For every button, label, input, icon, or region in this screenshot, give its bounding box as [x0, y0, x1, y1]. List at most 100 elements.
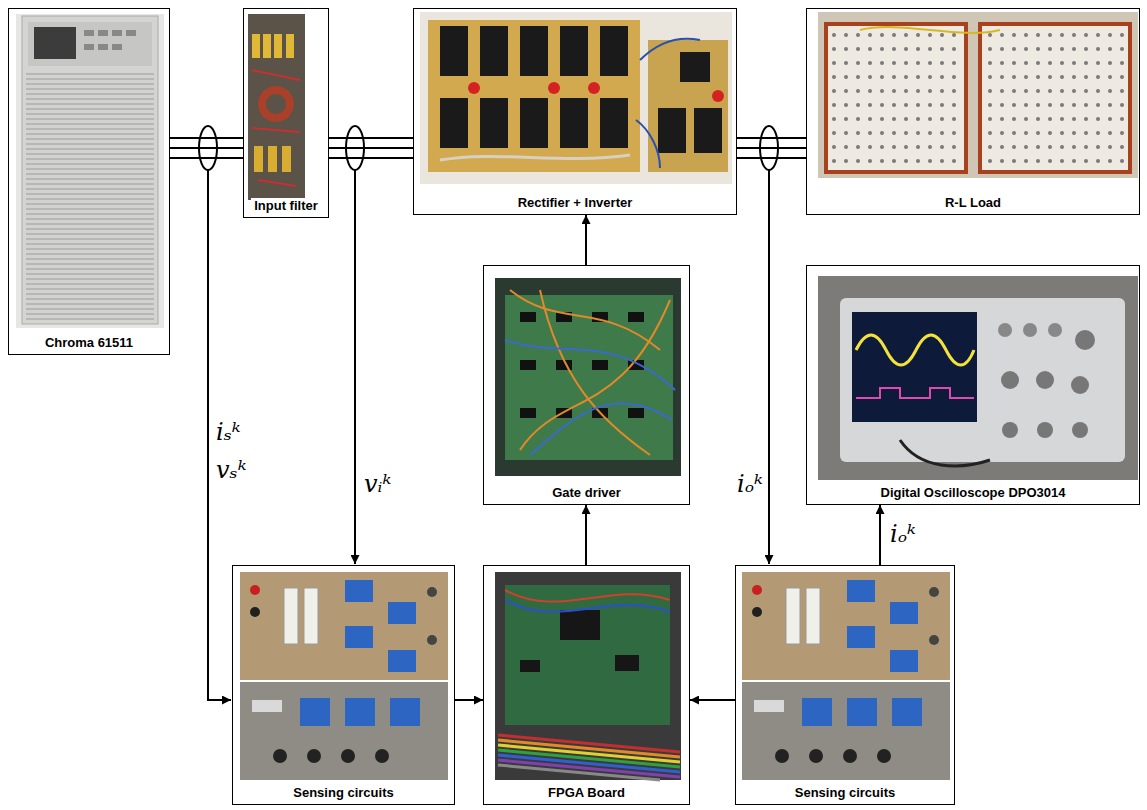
- oscilloscope-photo: [840, 298, 1125, 462]
- converter-photo: [520, 26, 548, 76]
- oscilloscope-photo: [852, 312, 977, 422]
- photo-box: Sensing circuits: [232, 565, 455, 805]
- signal-arrow: [455, 700, 483, 701]
- filter-photo: [268, 146, 277, 172]
- photo-box: Input filter: [243, 8, 329, 218]
- connector-line: [585, 215, 587, 265]
- connector-line: [585, 505, 587, 565]
- ribbon-cable: [498, 735, 680, 780]
- gate-driver-photo: [520, 408, 536, 418]
- signal-name: vₛᵏ: [216, 456, 246, 484]
- filter-photo: [248, 14, 305, 200]
- filter-photo: [254, 146, 263, 172]
- converter-photo: [712, 90, 724, 102]
- converter-photo: [428, 20, 640, 172]
- filter-photo: [252, 34, 260, 58]
- sensing-photo: [240, 572, 448, 780]
- oscilloscope-photo: [1023, 323, 1037, 337]
- photo-box: Gate driver: [483, 265, 690, 505]
- converter-photo: [588, 82, 600, 94]
- fpga-photo: [520, 660, 540, 672]
- fpga-photo: [615, 655, 639, 671]
- signal-name: iₒᵏ: [737, 470, 763, 498]
- voltage-sensor-tap: [346, 126, 364, 564]
- chroma-photo: [16, 14, 164, 328]
- box-label: Chroma 61511: [42, 335, 136, 351]
- box-label: Gate driver: [549, 485, 624, 501]
- chroma-photo: [98, 44, 108, 50]
- gate-driver-photo: [592, 360, 608, 370]
- oscilloscope-photo: [1002, 422, 1018, 438]
- photo-box: Chroma 61511: [8, 8, 170, 355]
- connector-line: [690, 699, 735, 701]
- converter-photo: [636, 39, 700, 168]
- box-label: FPGA Board: [545, 785, 628, 801]
- box-label: Input filter: [251, 198, 321, 214]
- converter-photo: [440, 98, 468, 148]
- oscilloscope-photo: [1036, 371, 1054, 389]
- gate-driver-photo: [495, 278, 681, 476]
- signal-name: vᵢᵏ: [364, 470, 391, 498]
- chroma-photo: [84, 44, 94, 50]
- filter-photo: [286, 34, 294, 58]
- voltage-sensor-tap: [354, 170, 356, 564]
- connector-line: [170, 157, 243, 159]
- gate-driver-photo: [520, 312, 536, 322]
- connector-line: [170, 147, 243, 149]
- converter-photo: [600, 26, 628, 76]
- fpga-photo: [505, 600, 670, 612]
- box-label: Sensing circuits: [792, 785, 898, 801]
- filter-photo: [263, 34, 271, 58]
- gate-driver-photo: [520, 360, 536, 370]
- chroma-photo: [26, 72, 154, 320]
- signal-arrow: [586, 215, 587, 265]
- converter-photo: [694, 108, 722, 153]
- photo-box: Rectifier + Inverter: [413, 8, 737, 215]
- gate-driver-photo: [628, 312, 644, 322]
- oscilloscope-photo: [818, 276, 1138, 480]
- ribbon-cable: [498, 765, 660, 780]
- gate-driver-photo: [628, 408, 644, 418]
- connector-line: [879, 505, 881, 565]
- filter-photo: [262, 90, 290, 118]
- converter-photo: [560, 26, 588, 76]
- converter-photo: [440, 26, 468, 76]
- oscilloscope-photo: [1071, 376, 1089, 394]
- sensing-photo: [742, 572, 950, 780]
- converter-photo: [440, 155, 630, 160]
- oscilloscope-photo: [856, 388, 974, 398]
- fpga-photo: [505, 590, 670, 602]
- converter-photo: [480, 26, 508, 76]
- gate-driver-photo: [505, 295, 673, 460]
- chroma-photo: [126, 30, 136, 36]
- connector-line: [329, 147, 413, 149]
- box-label: R-L Load: [942, 195, 1004, 211]
- chroma-photo: [34, 27, 76, 59]
- gate-driver-photo: [495, 278, 681, 476]
- oscilloscope-photo: [1072, 422, 1088, 438]
- current-sensor-tap: [199, 126, 231, 700]
- chroma-photo: [98, 30, 108, 36]
- chroma-photo: [112, 44, 122, 50]
- filter-photo: [252, 70, 300, 186]
- converter-photo: [480, 98, 508, 148]
- signal-name: iₛᵏ: [216, 418, 241, 446]
- load-photo: [826, 24, 966, 172]
- fpga-photo: [495, 572, 681, 780]
- oscilloscope-photo: [998, 323, 1012, 337]
- chroma-photo: [22, 16, 158, 324]
- load-photo: [860, 27, 1000, 33]
- oscilloscope-photo: [818, 276, 1138, 480]
- connector-line: [455, 699, 483, 701]
- converter-photo: [680, 52, 710, 82]
- three-phase-wire: [329, 138, 413, 158]
- connector-line: [737, 137, 806, 139]
- connector-line: [329, 157, 413, 159]
- photo-box: FPGA Board: [483, 565, 690, 805]
- box-label: Digital Oscilloscope DPO3014: [878, 485, 1069, 501]
- photo-box: Sensing circuits: [735, 565, 955, 805]
- oscilloscope-photo: [1075, 330, 1095, 350]
